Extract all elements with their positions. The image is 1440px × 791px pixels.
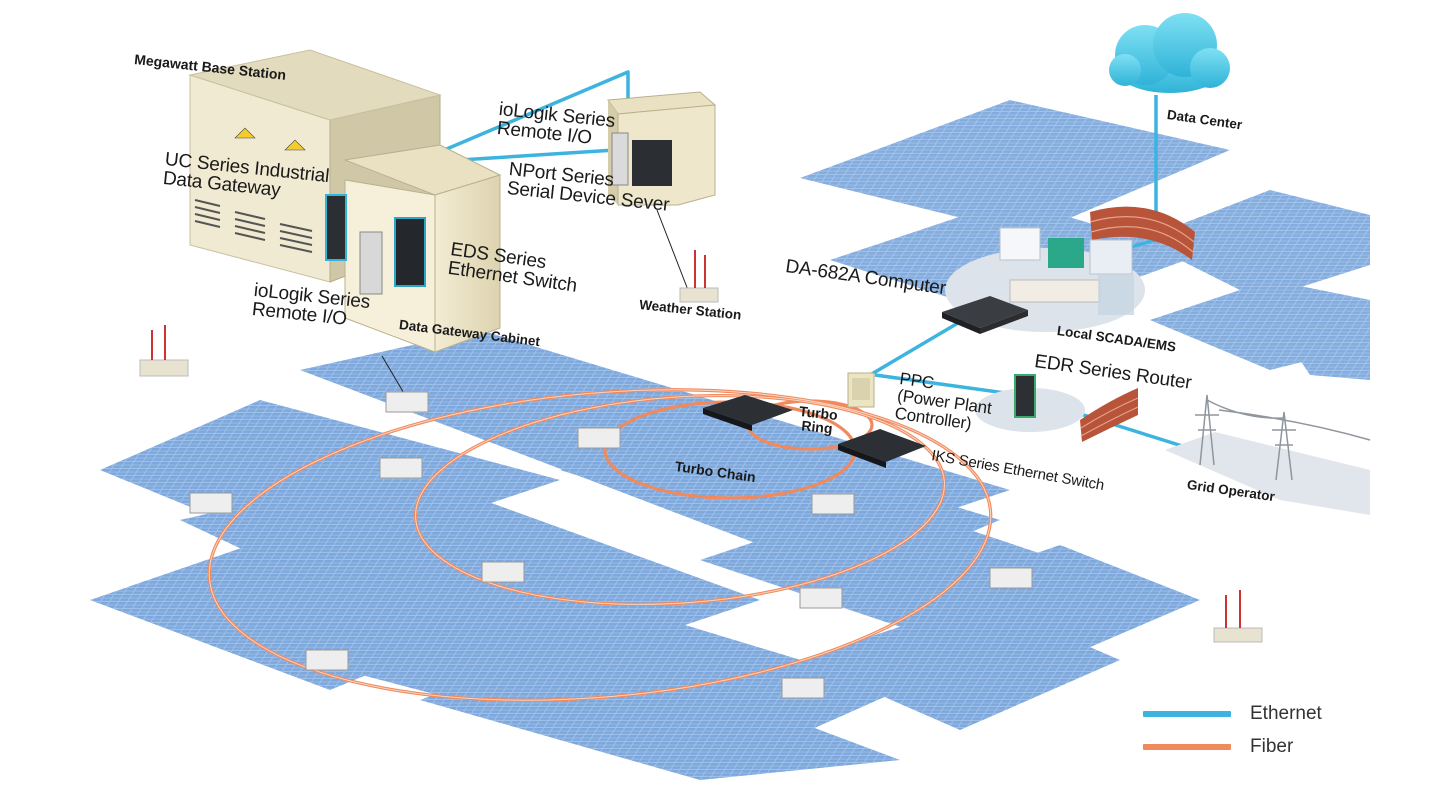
legend-label-fiber: Fiber — [1250, 736, 1294, 757]
turbo-ring-switch-a — [703, 395, 793, 431]
inverter-boxes — [189, 391, 1033, 699]
tower-right — [1213, 590, 1263, 643]
da682a-device — [942, 296, 1028, 334]
weather-link — [656, 209, 689, 291]
legend-swatch-fiber — [1143, 744, 1231, 750]
iologik-pointer — [381, 355, 406, 396]
weather-station-icon — [679, 250, 719, 303]
ppc-box — [847, 372, 875, 408]
remote-io-cabinet — [607, 91, 717, 206]
fiber-rings-inner-stroke — [208, 389, 992, 701]
legend-swatch-ethernet — [1143, 711, 1231, 717]
turbo-ring-label: Turbo Ring — [798, 403, 839, 437]
data-center-cloud — [1109, 13, 1230, 93]
firewall-bottom — [1080, 388, 1139, 442]
iks-switch-device — [838, 429, 926, 468]
grid-operator-area — [1165, 394, 1371, 515]
tower-left — [139, 325, 189, 377]
gateway-cabinet — [325, 144, 502, 353]
edr-router-device — [1014, 374, 1036, 418]
firewall-top — [1089, 206, 1195, 260]
legend-label-ethernet: Ethernet — [1250, 703, 1322, 724]
